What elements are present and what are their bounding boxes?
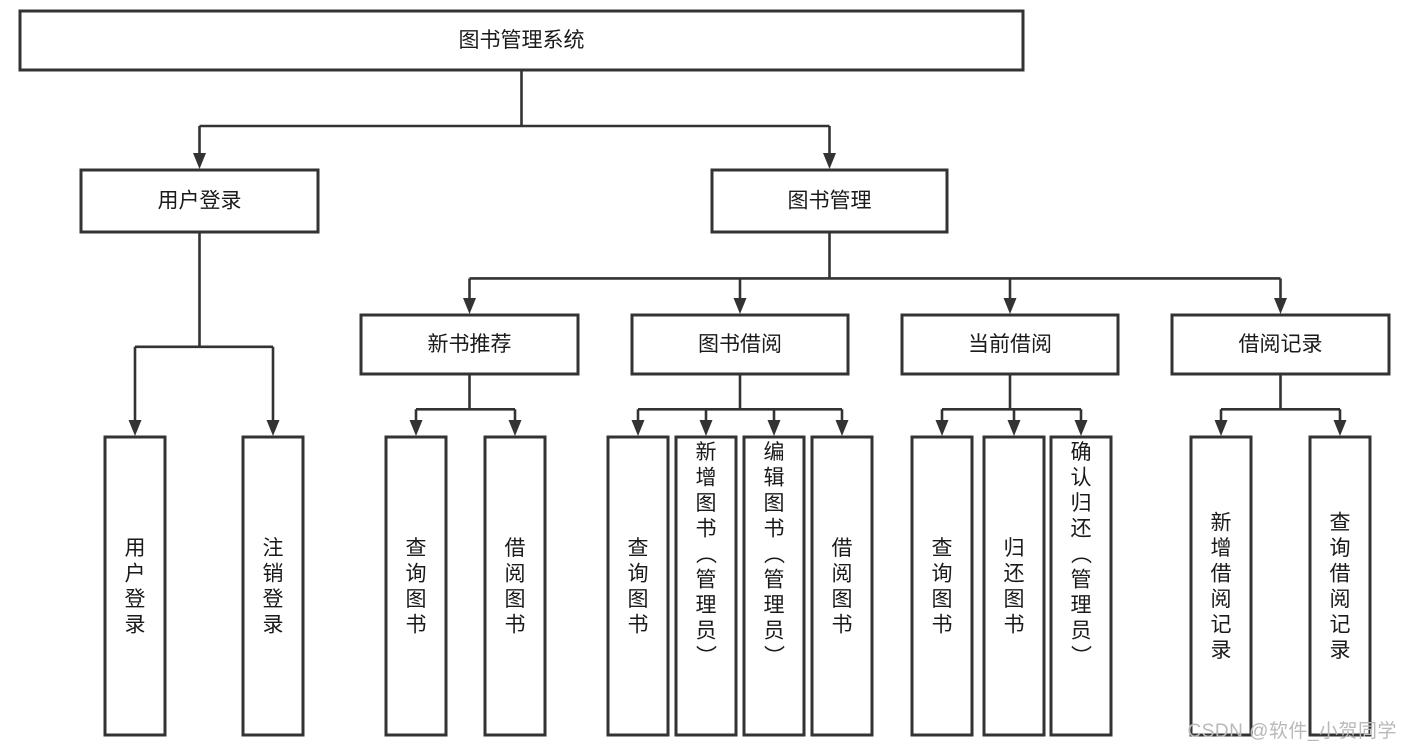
node-box [79,168,320,234]
node-label: 借阅记录 [1239,333,1323,356]
node-label: 图书借阅 [698,333,782,356]
node-box [1308,435,1372,737]
arrow-head-icon [1333,420,1347,436]
node-box [900,313,1120,376]
node-label: 查询图书 [406,537,427,637]
arrow-head-icon [835,420,849,436]
node-leaf-borrow-book-1[interactable]: 借阅图书 [483,435,547,737]
arrow-head-icon [463,298,476,314]
node-label: 查询图书 [932,537,953,637]
node-box [810,435,874,737]
node-box [982,435,1046,737]
node-leaf-confirm-return[interactable]: 确认归还（管理员） [1049,435,1113,737]
arrow-head-icon [1214,420,1228,436]
node-leaf-query-record[interactable]: 查询借阅记录 [1308,435,1372,737]
node-label: 图书管理 [788,190,872,213]
arrow-head-icon [733,298,747,314]
node-borrow-record[interactable]: 借阅记录 [1170,313,1391,376]
node-box [1170,313,1391,376]
node-label: 用户登录 [158,190,242,213]
arrow-head-icon [935,420,949,436]
node-new-book-rec[interactable]: 新书推荐 [359,313,580,376]
node-leaf-user-login[interactable]: 用户登录 [103,435,167,737]
arrow-head-icon [699,420,713,436]
arrow-head-icon [823,153,836,169]
node-user-login[interactable]: 用户登录 [79,168,320,234]
arrow-head-icon [266,420,280,436]
node-label: 当前借阅 [968,333,1052,356]
node-leaf-query-book-3[interactable]: 查询图书 [910,435,974,737]
node-label: 查询图书 [628,537,649,637]
node-current-borrow[interactable]: 当前借阅 [900,313,1120,376]
connector-layer [128,70,1347,436]
node-box [742,435,806,737]
node-leaf-query-book-1[interactable]: 查询图书 [384,435,448,737]
node-layer: 图书管理系统用户登录图书管理新书推荐图书借阅当前借阅借阅记录用户登录注销登录查询… [18,9,1391,737]
node-label: 确认归还（管理员） [1071,441,1093,668]
node-label: 新书推荐 [428,333,512,356]
node-box [18,9,1025,72]
node-root[interactable]: 图书管理系统 [18,9,1025,72]
arrow-head-icon [1003,298,1017,314]
node-label: 新增借阅记录 [1211,511,1232,662]
node-box [1189,435,1253,737]
node-leaf-logout[interactable]: 注销登录 [241,435,305,737]
node-label: 图书管理系统 [459,29,585,52]
node-label: 注销登录 [263,537,284,637]
node-box [483,435,547,737]
node-label: 借阅图书 [832,537,853,637]
node-label: 查询借阅记录 [1330,511,1351,662]
node-leaf-edit-book[interactable]: 编辑图书（管理员） [742,435,806,737]
node-leaf-query-book-2[interactable]: 查询图书 [606,435,670,737]
node-box [241,435,305,737]
arrow-head-icon [1274,298,1287,314]
node-box [103,435,167,737]
node-leaf-return-book[interactable]: 归还图书 [982,435,1046,737]
node-leaf-borrow-book-2[interactable]: 借阅图书 [810,435,874,737]
node-label: 借阅图书 [505,537,526,637]
arrow-head-icon [409,420,423,436]
arrow-head-icon [508,420,522,436]
node-book-borrow[interactable]: 图书借阅 [630,313,850,376]
node-leaf-add-book[interactable]: 新增图书（管理员） [674,435,738,737]
node-book-manage[interactable]: 图书管理 [710,168,949,234]
node-label: 归还图书 [1004,537,1025,637]
node-label: 用户登录 [125,537,146,637]
node-label: 新增图书（管理员） [696,441,718,668]
node-box [384,435,448,737]
node-box [674,435,738,737]
arrow-head-icon [631,420,645,436]
arrow-head-icon [1007,420,1021,436]
node-box [710,168,949,234]
node-box [606,435,670,737]
node-box [910,435,974,737]
node-box [630,313,850,376]
node-box [359,313,580,376]
node-label: 编辑图书（管理员） [764,441,786,668]
node-leaf-add-record[interactable]: 新增借阅记录 [1189,435,1253,737]
arrow-head-icon [767,420,781,436]
arrow-head-icon [193,153,206,169]
arrow-head-icon [128,420,142,436]
node-box [1049,435,1113,737]
arrow-head-icon [1074,420,1088,436]
